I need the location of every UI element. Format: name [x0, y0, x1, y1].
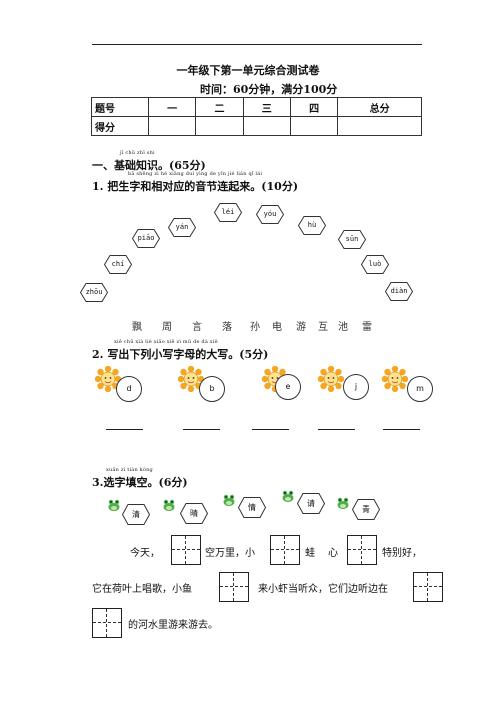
option-hexagon[interactable]: 情: [237, 497, 267, 518]
letter-circle: j: [343, 374, 369, 400]
score-table: 题号 一 二 三 四 总分 得分: [91, 97, 422, 136]
sentence-text: 蛙: [305, 548, 315, 559]
sentence-text: 今天，: [130, 548, 160, 559]
score-table-cell: 题号: [91, 97, 149, 117]
exam-time-info: 时间：60分钟，满分100分: [200, 83, 338, 96]
syllable-hexagon[interactable]: yóu: [256, 205, 284, 224]
score-table-score-row: 得分: [91, 116, 422, 136]
sunflower-icon: [318, 366, 344, 392]
letter-circle: d: [116, 376, 142, 402]
syllable-hexagon[interactable]: hù: [298, 216, 326, 235]
frog-icon: [163, 499, 175, 511]
frog-icon: [337, 497, 349, 509]
score-table-cell: 三: [242, 97, 291, 117]
syllable-hexagon[interactable]: piāo: [132, 229, 160, 248]
character-item[interactable]: 飘: [132, 322, 142, 333]
syllable-hexagon[interactable]: yán: [168, 218, 196, 237]
character-item[interactable]: 电: [272, 322, 282, 333]
score-table-cell: 得分: [91, 116, 149, 136]
sentence-text: 来小虾当听众，它们边听边在: [258, 584, 388, 595]
letter-circle: m: [407, 376, 433, 402]
q3-pinyin: xuǎn zì tián kòng: [106, 467, 153, 473]
character-item[interactable]: 互: [318, 322, 328, 333]
q2-pinyin: xiě chū xià liè xiǎo xiě zì mǔ de dà xiě: [114, 339, 218, 345]
syllable-hexagon[interactable]: léi: [214, 203, 242, 222]
score-table-cell: 四: [289, 97, 339, 117]
syllable-hexagon[interactable]: zhōu: [80, 283, 108, 302]
syllable-hexagon[interactable]: luò: [361, 255, 389, 274]
q3-heading: 3.选字填空。(6分): [92, 476, 188, 489]
section1-heading: 一、基础知识。(65分): [92, 159, 206, 172]
score-input-cell[interactable]: [195, 116, 244, 136]
letter-circle: b: [199, 376, 225, 402]
sentence-text: 的河水里游来游去。: [128, 620, 218, 631]
option-hexagon[interactable]: 晴: [179, 503, 209, 524]
option-hexagon[interactable]: 请: [296, 493, 326, 514]
sunflower-icon: [95, 366, 121, 392]
answer-blank[interactable]: [252, 429, 289, 430]
syllable-hexagon[interactable]: sūn: [338, 230, 366, 249]
score-table-header-row: 题号 一 二 三 四 总分: [91, 97, 422, 117]
answer-blank[interactable]: [383, 429, 420, 430]
character-item[interactable]: 周: [162, 322, 172, 333]
sentence-text: 心: [328, 548, 338, 559]
section1-pinyin: jī chǔ zhī shi: [120, 150, 155, 156]
top-rule: [92, 44, 422, 45]
syllable-hexagon[interactable]: chí: [104, 255, 132, 274]
score-input-cell[interactable]: [242, 116, 291, 136]
character-item[interactable]: 孙: [250, 322, 260, 333]
q1-pinyin: bǎ shēng zì hé xiāng duì yìng de yīn jié…: [128, 171, 263, 177]
character-item[interactable]: 池: [338, 322, 348, 333]
answer-blank[interactable]: [318, 429, 355, 430]
score-input-cell[interactable]: [337, 116, 422, 136]
option-hexagon[interactable]: 青: [351, 499, 381, 520]
q1-heading: 1. 把生字和相对应的音节连起来。(10分): [92, 180, 299, 193]
answer-blank[interactable]: [106, 429, 143, 430]
tianzige-box[interactable]: [270, 535, 300, 565]
page-title: 一年级下第一单元综合测试卷: [176, 64, 320, 77]
score-table-cell: 二: [195, 97, 244, 117]
tianzige-box[interactable]: [413, 572, 443, 602]
sentence-text: 它在荷叶上唱歌，小鱼: [92, 584, 192, 595]
frog-icon: [282, 490, 294, 502]
sentence-text: 特别好，: [382, 548, 422, 559]
score-table-cell: 总分: [337, 97, 422, 117]
sentence-text: 空万里，小: [205, 548, 255, 559]
frog-icon: [108, 499, 120, 511]
answer-blank[interactable]: [183, 429, 220, 430]
tianzige-box[interactable]: [171, 535, 201, 565]
frog-icon: [223, 494, 235, 506]
sunflower-icon: [178, 366, 204, 392]
score-input-cell[interactable]: [289, 116, 339, 136]
character-item[interactable]: 言: [192, 322, 202, 333]
syllable-hexagon[interactable]: diàn: [385, 282, 413, 301]
score-input-cell[interactable]: [147, 116, 197, 136]
option-hexagon[interactable]: 清: [121, 504, 151, 525]
character-item[interactable]: 落: [222, 322, 232, 333]
letter-circle: e: [275, 374, 301, 400]
sunflower-icon: [382, 366, 408, 392]
score-table-cell: 一: [147, 97, 197, 117]
tianzige-box[interactable]: [347, 535, 377, 565]
tianzige-box[interactable]: [219, 572, 249, 602]
tianzige-box[interactable]: [92, 608, 122, 638]
q2-heading: 2. 写出下列小写字母的大写。(5分): [92, 348, 269, 361]
character-item[interactable]: 游: [296, 322, 306, 333]
character-item[interactable]: 雷: [362, 322, 372, 333]
